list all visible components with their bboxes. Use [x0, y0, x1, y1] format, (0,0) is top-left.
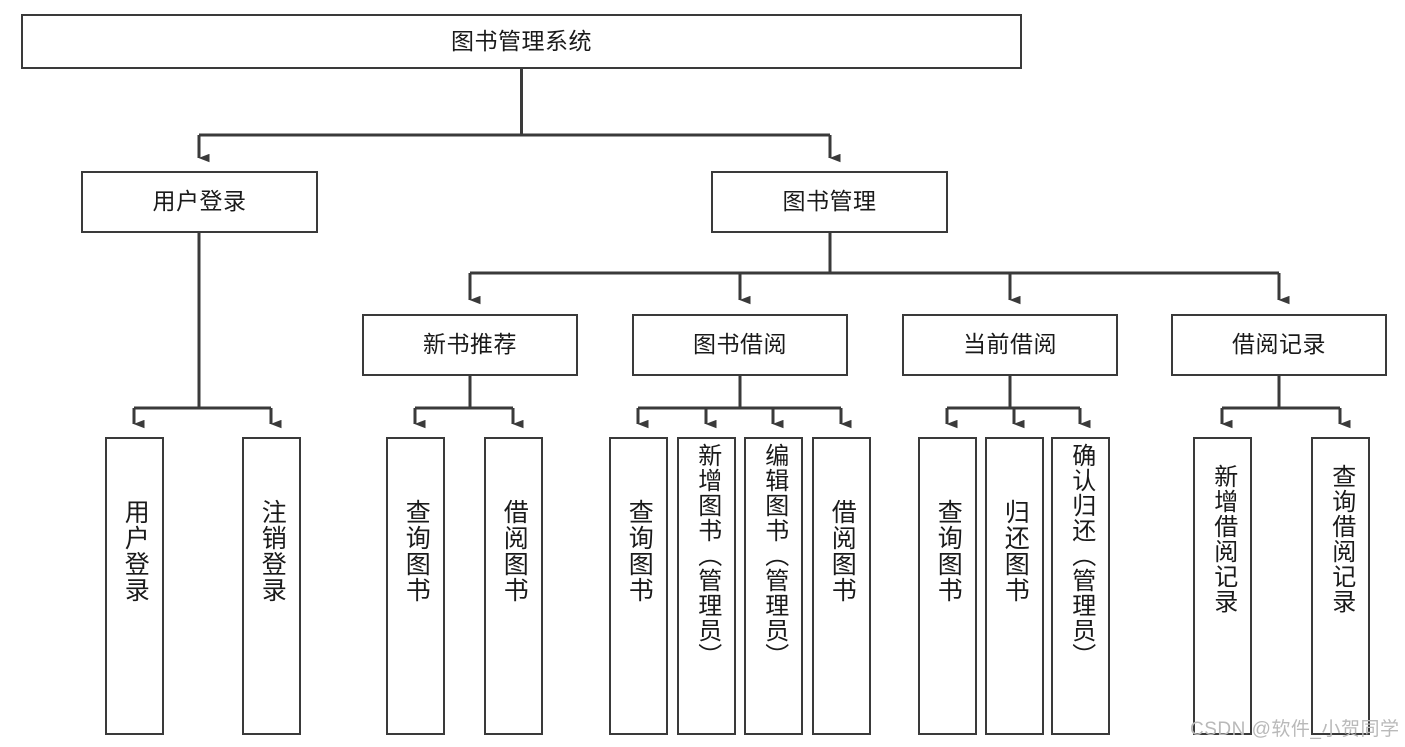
node-root-system[interactable]: 图书管理系统	[21, 14, 1022, 69]
node-book-borrow[interactable]: 图书借阅	[632, 314, 848, 376]
leaf-query-book-2[interactable]: 查询图书	[609, 437, 668, 735]
node-book-borrow-label: 图书借阅	[693, 331, 787, 358]
leaf-user-login-label: 用户登录	[121, 499, 150, 603]
leaf-edit-book-label: 编辑图书（管理员）	[760, 443, 788, 668]
node-user-login[interactable]: 用户登录	[81, 171, 318, 233]
leaf-logout-login[interactable]: 注销登录	[242, 437, 301, 735]
leaf-query-book-2-label: 查询图书	[625, 499, 654, 603]
node-root-label: 图书管理系统	[451, 27, 592, 54]
node-borrow-record-label: 借阅记录	[1232, 331, 1326, 358]
leaf-add-record[interactable]: 新增借阅记录	[1193, 437, 1252, 735]
leaf-logout-login-label: 注销登录	[258, 499, 287, 603]
leaf-confirm-return[interactable]: 确认归还（管理员）	[1051, 437, 1110, 735]
node-current-borrow-label: 当前借阅	[963, 331, 1057, 358]
leaf-borrow-book-2-label: 借阅图书	[828, 499, 857, 603]
node-new-book-recommend[interactable]: 新书推荐	[362, 314, 578, 376]
leaf-confirm-return-label: 确认归还（管理员）	[1067, 443, 1095, 668]
leaf-borrow-book-1[interactable]: 借阅图书	[484, 437, 543, 735]
leaf-query-book-3[interactable]: 查询图书	[918, 437, 977, 735]
leaf-return-book[interactable]: 归还图书	[985, 437, 1044, 735]
leaf-borrow-book-1-label: 借阅图书	[500, 499, 529, 603]
leaf-user-login[interactable]: 用户登录	[105, 437, 164, 735]
node-user-login-label: 用户登录	[152, 188, 247, 215]
node-borrow-record[interactable]: 借阅记录	[1171, 314, 1387, 376]
csdn-watermark: CSDN @软件_小贺同学	[1190, 719, 1400, 740]
leaf-add-record-label: 新增借阅记录	[1209, 464, 1237, 614]
node-book-manage-label: 图书管理	[782, 188, 877, 215]
node-book-manage[interactable]: 图书管理	[711, 171, 948, 233]
leaf-edit-book[interactable]: 编辑图书（管理员）	[744, 437, 803, 735]
leaf-query-record[interactable]: 查询借阅记录	[1311, 437, 1370, 735]
leaf-query-book-1[interactable]: 查询图书	[386, 437, 445, 735]
leaf-return-book-label: 归还图书	[1001, 499, 1030, 603]
leaf-query-book-3-label: 查询图书	[934, 499, 963, 603]
leaf-query-book-1-label: 查询图书	[402, 499, 431, 603]
leaf-add-book[interactable]: 新增图书（管理员）	[677, 437, 736, 735]
leaf-query-record-label: 查询借阅记录	[1327, 464, 1355, 614]
node-current-borrow[interactable]: 当前借阅	[902, 314, 1118, 376]
leaf-borrow-book-2[interactable]: 借阅图书	[812, 437, 871, 735]
leaf-add-book-label: 新增图书（管理员）	[693, 443, 721, 668]
node-new-book-recommend-label: 新书推荐	[423, 331, 517, 358]
